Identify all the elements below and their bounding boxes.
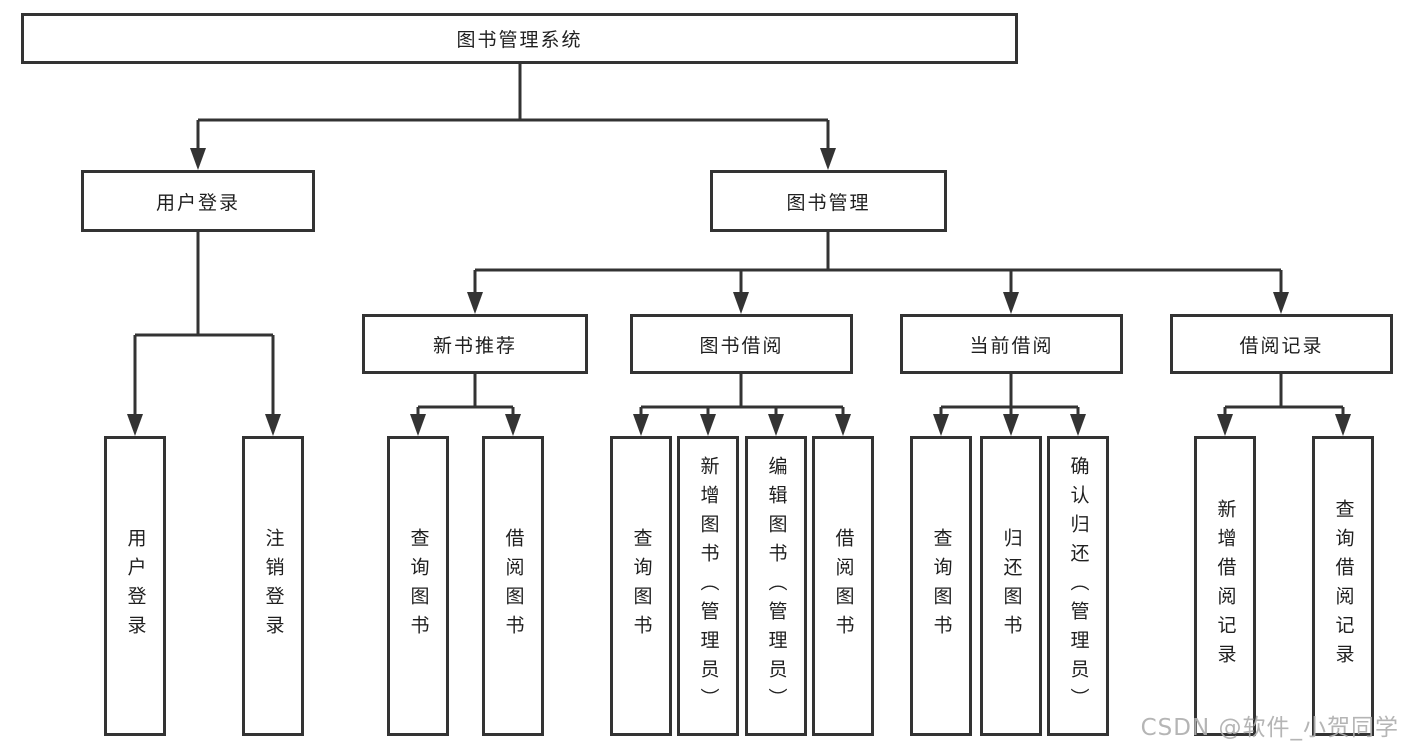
leaf-query-books-2: 查询图书 — [610, 436, 672, 736]
leaf-query-books-1: 查询图书 — [387, 436, 449, 736]
node-user-login-label: 用户登录 — [155, 191, 240, 214]
node-borrow-records: 借阅记录 — [1170, 314, 1393, 374]
leaf-query-borrow-record-label: 查询借阅记录 — [1332, 499, 1355, 673]
node-book-management: 图书管理 — [710, 170, 947, 232]
leaf-query-books-1-label: 查询图书 — [407, 528, 430, 644]
leaf-borrow-books-1-label: 借阅图书 — [502, 528, 525, 644]
leaf-return-book-label: 归还图书 — [1000, 528, 1023, 644]
leaf-add-book-admin: 新增图书（管理员） — [677, 436, 739, 736]
connector-arrowheads — [127, 148, 1351, 436]
leaf-query-books-3-label: 查询图书 — [930, 528, 953, 644]
leaf-add-borrow-record-label: 新增借阅记录 — [1214, 499, 1237, 673]
node-user-login: 用户登录 — [81, 170, 315, 232]
leaf-borrow-books-1: 借阅图书 — [482, 436, 544, 736]
node-new-book-recommend-label: 新书推荐 — [432, 334, 517, 357]
node-current-borrow: 当前借阅 — [900, 314, 1123, 374]
leaf-query-borrow-record: 查询借阅记录 — [1312, 436, 1374, 736]
leaf-query-books-2-label: 查询图书 — [630, 528, 653, 644]
leaf-edit-book-admin: 编辑图书（管理员） — [745, 436, 807, 736]
leaf-add-book-admin-label: 新增图书（管理员） — [697, 455, 720, 717]
leaf-user-login-label: 用户登录 — [124, 528, 147, 644]
leaf-borrow-books-2-label: 借阅图书 — [832, 528, 855, 644]
node-book-management-label: 图书管理 — [786, 191, 871, 214]
node-book-borrow-label: 图书借阅 — [699, 334, 784, 357]
watermark: CSDN @软件_小贺同学 — [1140, 715, 1399, 741]
leaf-query-books-3: 查询图书 — [910, 436, 972, 736]
leaf-borrow-books-2: 借阅图书 — [812, 436, 874, 736]
leaf-add-borrow-record: 新增借阅记录 — [1194, 436, 1256, 736]
node-book-borrow: 图书借阅 — [630, 314, 853, 374]
node-current-borrow-label: 当前借阅 — [969, 334, 1054, 357]
node-new-book-recommend: 新书推荐 — [362, 314, 588, 374]
node-borrow-records-label: 借阅记录 — [1239, 334, 1324, 357]
leaf-edit-book-admin-label: 编辑图书（管理员） — [765, 455, 788, 717]
connector-lines — [133, 64, 1345, 417]
leaf-confirm-return-admin: 确认归还（管理员） — [1047, 436, 1109, 736]
leaf-user-login: 用户登录 — [104, 436, 166, 736]
leaf-confirm-return-admin-label: 确认归还（管理员） — [1067, 455, 1090, 717]
leaf-logout-label: 注销登录 — [262, 528, 285, 644]
node-root-label: 图书管理系统 — [456, 29, 583, 51]
node-root: 图书管理系统 — [21, 13, 1018, 64]
leaf-logout: 注销登录 — [242, 436, 304, 736]
leaf-return-book: 归还图书 — [980, 436, 1042, 736]
